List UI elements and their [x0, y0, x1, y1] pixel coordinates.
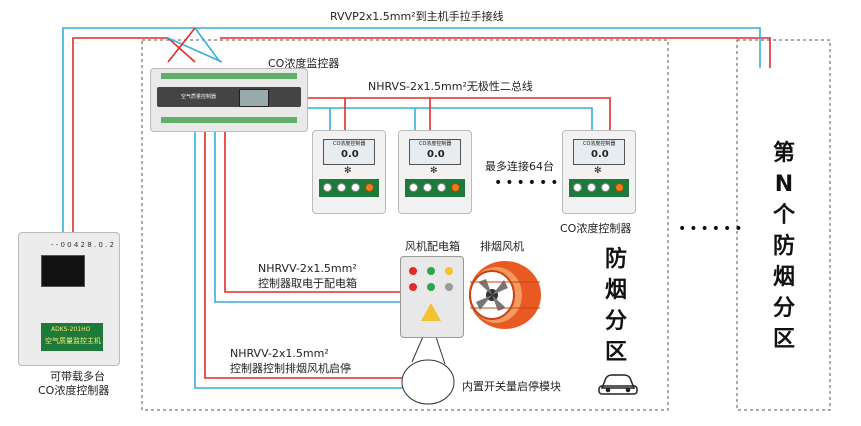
top-cable-blue-right — [195, 27, 761, 68]
zone-char-1: 防 — [604, 247, 627, 272]
detector-1-btn-1[interactable] — [323, 183, 332, 192]
monitor-terminal-strip — [161, 73, 297, 79]
power-cable-red — [224, 128, 405, 293]
nth-zone-char-7: 区 — [772, 327, 795, 352]
max-connect-label: 最多连接64台 — [485, 160, 554, 173]
smoke-fan-label: 排烟风机 — [480, 240, 524, 253]
detector-3-reading: 0.0 — [591, 149, 609, 160]
detector-1-screen — [323, 139, 375, 165]
module-bubble — [401, 359, 455, 405]
detector-3-title: CO浓度控制器 — [583, 141, 616, 147]
power-cable-blue — [214, 128, 405, 303]
fan-box-indicator-green — [427, 267, 435, 275]
fan-box-warning-icon — [421, 303, 441, 321]
bus-label: NHRVS-2x1.5mm²无极性二总线 — [368, 80, 533, 93]
detector-2-button-bar — [405, 179, 465, 197]
zone-char-3: 分 — [604, 309, 627, 334]
top-cable-red — [72, 37, 196, 238]
detector-2-title: CO浓度控制器 — [419, 141, 452, 147]
host-panel-label: 空气质量监控主机 — [45, 337, 101, 345]
nth-zone-char-1: 第 — [772, 141, 795, 166]
fan-box-indicator-red — [409, 267, 417, 275]
host-display-readout: - - 0 0 4 2 8 . 0 . 2 — [51, 241, 114, 249]
detector-1-title: CO浓度控制器 — [333, 141, 366, 147]
nth-zone-char-2: N — [774, 172, 794, 197]
nth-zone-char-3: 个 — [772, 203, 795, 228]
nhrvv1-label-b: 控制器取电于配电箱 — [258, 277, 357, 290]
smoke-fan-image — [469, 261, 541, 329]
co-detector-3: CO浓度控制器 0.0 ✻ — [562, 130, 636, 214]
detector-1-button-bar — [319, 179, 379, 197]
detector-1-btn-4[interactable] — [365, 183, 374, 192]
fan-box-indicator-yellow — [445, 267, 453, 275]
nhrvv2-label-a: NHRVV-2x1.5mm² — [230, 347, 329, 360]
top-cable-blue — [62, 27, 221, 238]
host-screen — [41, 255, 85, 287]
co-detector-2: CO浓度控制器 0.0 ✻ — [398, 130, 472, 214]
host-caption-1: 可带载多台 — [50, 370, 105, 383]
detector-1-btn-2[interactable] — [337, 183, 346, 192]
detector-2-reading: 0.0 — [427, 149, 445, 160]
car-icon — [598, 374, 638, 395]
bus-blue — [306, 107, 593, 130]
zone-char-4: 区 — [604, 340, 627, 365]
monitor-screen — [239, 89, 269, 107]
nth-zone-char-5: 烟 — [772, 265, 795, 290]
top-cable-red-right — [220, 37, 771, 68]
main-host-device: - - 0 0 4 2 8 . 0 . 2 ADKS-201HO 空气质量监控主… — [18, 232, 120, 366]
detector-1-reading: 0.0 — [341, 149, 359, 160]
detector-2-btn-2[interactable] — [423, 183, 432, 192]
detector-2-btn-4[interactable] — [451, 183, 460, 192]
detector-2-btn-1[interactable] — [409, 183, 418, 192]
detector-3-screen — [573, 139, 625, 165]
control-cable-red — [204, 128, 405, 379]
detector-ellipsis: •••••• — [494, 175, 562, 191]
detector-2-btn-3[interactable] — [437, 183, 446, 192]
co-detector-label: CO浓度控制器 — [560, 222, 632, 235]
nth-zone-char-4: 防 — [772, 234, 795, 259]
co-monitor-device: 空气质量控制器 — [150, 68, 308, 132]
fan-distribution-box — [400, 256, 464, 338]
monitor-front — [157, 87, 301, 107]
fan-box-button-red[interactable] — [409, 283, 417, 291]
detector-3-btn-4[interactable] — [615, 183, 624, 192]
detector-3-btn-3[interactable] — [601, 183, 610, 192]
host-caption-2: CO浓度控制器 — [38, 384, 110, 397]
monitor-panel-label: 空气质量控制器 — [181, 94, 217, 100]
control-cable-blue — [194, 128, 405, 389]
host-green-panel — [41, 323, 103, 351]
nhrvv2-label-b: 控制器控制排烟风机启停 — [230, 362, 351, 375]
zone-boundary — [141, 39, 669, 411]
zone-char-2: 烟 — [604, 278, 627, 303]
detector-3-button-bar — [569, 179, 629, 197]
nhrvv1-label-a: NHRVV-2x1.5mm² — [258, 262, 357, 275]
zone-ellipsis: •••••• — [678, 221, 746, 237]
fan-box-button-green[interactable] — [427, 283, 435, 291]
builtin-module-label: 内置开关量启停模块 — [462, 380, 561, 393]
detector-2-fan-icon: ✻ — [430, 166, 438, 176]
detector-3-btn-2[interactable] — [587, 183, 596, 192]
detector-3-btn-1[interactable] — [573, 183, 582, 192]
monitor-bottom-rail — [161, 117, 297, 123]
detector-1-fan-icon: ✻ — [344, 166, 352, 176]
nth-zone-boundary — [736, 39, 831, 411]
detector-3-fan-icon: ✻ — [594, 166, 602, 176]
nth-zone-char-6: 分 — [772, 296, 795, 321]
top-cable-label: RVVP2x1.5mm²到主机手拉手接线 — [330, 10, 504, 23]
co-detector-1: CO浓度控制器 0.0 ✻ — [312, 130, 386, 214]
bus-red — [306, 97, 611, 130]
detector-2-screen — [409, 139, 461, 165]
fan-box-label: 风机配电箱 — [405, 240, 460, 253]
monitor-label: CO浓度监控器 — [268, 57, 340, 70]
detector-1-btn-3[interactable] — [351, 183, 360, 192]
fan-box-button-gray[interactable] — [445, 283, 453, 291]
host-model: ADKS-201HO — [51, 326, 91, 333]
